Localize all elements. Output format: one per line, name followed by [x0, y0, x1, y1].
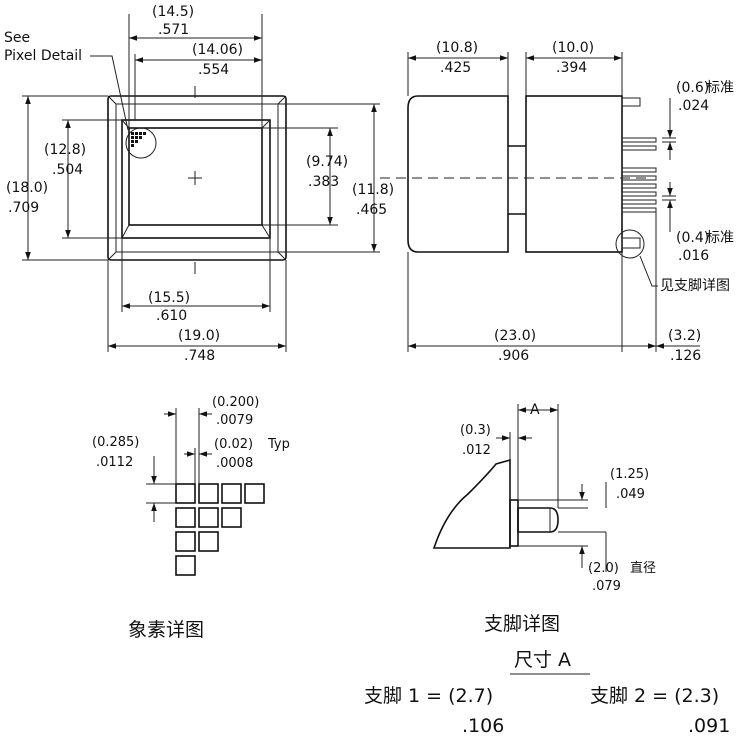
center-connector — [507, 145, 527, 215]
dim-window-width-mm: (14.06) — [192, 42, 243, 58]
pixel-grid — [175, 483, 265, 576]
pin1-dimension: 支脚 1 = (2.7) — [364, 685, 493, 707]
dim-pin-pitch-label: 标准 — [706, 80, 734, 96]
dim-window-height-in: .504 — [52, 162, 83, 178]
pin-body — [517, 507, 559, 533]
housing-fragment — [432, 458, 511, 549]
dim-width-top-mm: (14.5) — [152, 4, 194, 20]
see-pin-detail-label: 见支脚详图 — [660, 278, 730, 294]
dim-window-height-mm: (12.8) — [44, 142, 86, 158]
see-pixel-detail-line2: Pixel Detail — [4, 48, 82, 64]
callout-pixels — [131, 132, 146, 147]
dim-pin-pitch-mm: (0.6) — [676, 80, 709, 96]
inner-bezel — [115, 103, 279, 253]
pin2-dimension: 支脚 2 = (2.3) — [590, 685, 719, 707]
pixel-size-mm: (0.285) — [92, 435, 139, 450]
dim-bottom-width-mm: (15.5) — [148, 290, 190, 306]
pin-detail-callout — [615, 229, 645, 259]
pin1-dimension-in: .106 — [462, 715, 504, 737]
dim-bottom-width-in: .610 — [156, 308, 187, 324]
pin-detail: A (0.3) .012 (1.25) .049 (2.0) 直径 .079 支… — [432, 402, 656, 635]
pixel-gap-typ: Typ — [267, 437, 290, 452]
dim-inner-height-mm: (9.74) — [306, 154, 348, 170]
pixel-detail-caption: 象素详图 — [128, 619, 204, 641]
dim-front-depth-mm: (10.8) — [436, 40, 478, 56]
dim-pin-length-in: .126 — [670, 348, 701, 364]
pin-shoulder — [509, 499, 519, 547]
bottom-pin — [621, 237, 641, 249]
top-pin — [621, 97, 641, 107]
window-frame — [121, 119, 271, 239]
dim-inner-height-in: .383 — [308, 174, 339, 190]
shoulder-dia-in: .049 — [616, 487, 645, 502]
pixel-size-in: .0112 — [96, 455, 133, 470]
shoulder-dia-mm: (1.25) — [610, 467, 649, 482]
dim-pin-length-mm: (3.2) — [668, 328, 701, 344]
dim-outer-width-in: .748 — [184, 348, 215, 364]
dim-a-label: A — [530, 402, 540, 418]
dim-total-depth-in: .906 — [498, 348, 529, 364]
dim-window-width-in: .554 — [198, 62, 229, 78]
dim-pin-width-mm: (0.4) — [676, 230, 709, 246]
dim-body-height-in: .465 — [356, 202, 387, 218]
dim-width-top-in: .571 — [158, 22, 189, 38]
pin-dia-in: .079 — [592, 579, 621, 594]
pin-detail-caption: 支脚详图 — [484, 613, 560, 635]
pin-dia-mm: (2.0) — [588, 561, 619, 576]
pin-dia-label: 直径 — [630, 561, 656, 576]
pixel-pitch-mm: (0.200) — [212, 395, 259, 410]
pin-cluster — [621, 137, 657, 213]
side-view: (10.8) .425 (10.0) .394 (0.6) 标准 .024 (0… — [380, 40, 734, 364]
pin2-dimension-in: .091 — [688, 715, 730, 737]
pixel-detail-callout — [125, 127, 157, 159]
dimension-a-title: 尺寸 A — [514, 649, 571, 671]
front-housing — [407, 95, 509, 253]
display-window — [128, 127, 263, 226]
dim-body-height-mm: (11.8) — [352, 182, 394, 198]
dimension-a-table: 尺寸 A 支脚 1 = (2.7) .106 支脚 2 = (2.3) .091 — [364, 649, 730, 737]
shoulder-mm: (0.3) — [460, 423, 491, 438]
shoulder-in: .012 — [462, 443, 491, 458]
pixel-detail: (0.200) .0079 (0.02) Typ .0008 (0.285) .… — [92, 395, 290, 641]
dim-total-depth-mm: (23.0) — [494, 328, 536, 344]
dim-outer-height-in: .709 — [8, 200, 39, 216]
see-pixel-detail-line1: See — [4, 30, 30, 46]
dim-pin-width-label: 标准 — [706, 230, 734, 246]
dim-pin-pitch-in: .024 — [678, 98, 709, 114]
pixel-gap-in: .0008 — [216, 456, 253, 471]
dim-outer-height-mm: (18.0) — [6, 180, 48, 196]
dim-front-depth-in: .425 — [440, 60, 471, 76]
dim-rear-depth-mm: (10.0) — [552, 40, 594, 56]
outer-bezel — [107, 95, 287, 261]
dim-pin-width-in: .016 — [678, 248, 709, 264]
dim-outer-width-mm: (19.0) — [178, 328, 220, 344]
pixel-pitch-in: .0079 — [216, 413, 253, 428]
rear-housing — [525, 95, 623, 253]
dim-rear-depth-in: .394 — [556, 60, 587, 76]
pixel-gap-mm: (0.02) — [214, 437, 253, 452]
front-view: See Pixel Detail (14.5) .571 (14.06) .55… — [4, 4, 394, 364]
